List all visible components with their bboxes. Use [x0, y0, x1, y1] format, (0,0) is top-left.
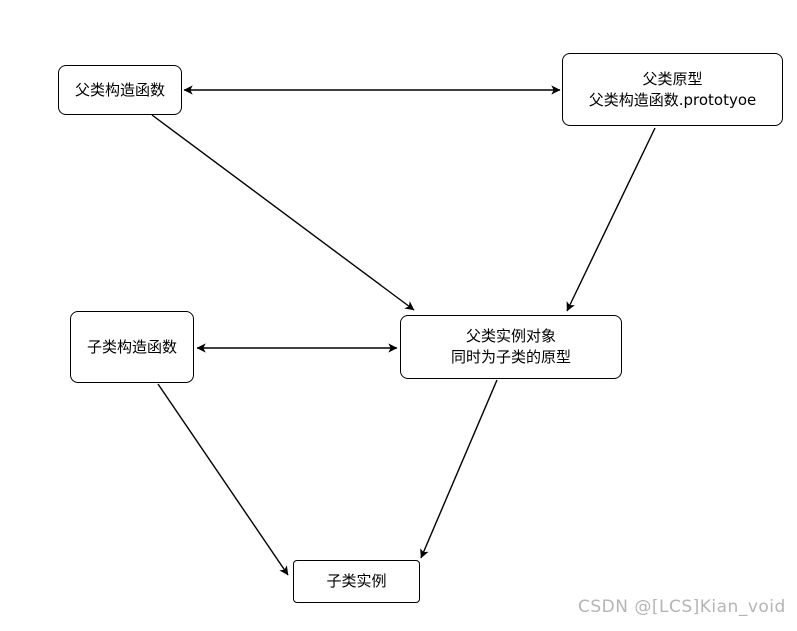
node-parent-constructor: 父类构造函数 — [58, 65, 182, 115]
node-parent-prototype-line1: 父类原型 — [642, 69, 703, 88]
node-parent-prototype-line2: 父类构造函数.prototyoe — [588, 90, 757, 109]
edge-parent-constructor-parent-instance — [151, 114, 415, 311]
node-child-instance: 子类实例 — [293, 560, 420, 603]
edge-parent-instance-child-instance — [420, 379, 498, 559]
node-parent-constructor-label: 父类构造函数 — [74, 80, 165, 99]
node-child-instance-label: 子类实例 — [326, 572, 387, 590]
node-parent-prototype: 父类原型 父类构造函数.prototyoe — [562, 53, 783, 126]
edge-parent-prototype-parent-instance — [566, 127, 656, 312]
node-child-constructor: 子类构造函数 — [70, 311, 194, 383]
node-parent-instance-line1: 父类实例对象 — [465, 327, 556, 345]
watermark: CSDN @[LCS]Kian_void — [578, 597, 786, 617]
node-child-constructor-label: 子类构造函数 — [86, 337, 177, 356]
edge-child-constructor-child-instance — [157, 383, 289, 576]
node-parent-instance-line2: 同时为子类的原型 — [450, 348, 571, 366]
node-parent-instance: 父类实例对象 同时为子类的原型 — [400, 315, 622, 379]
